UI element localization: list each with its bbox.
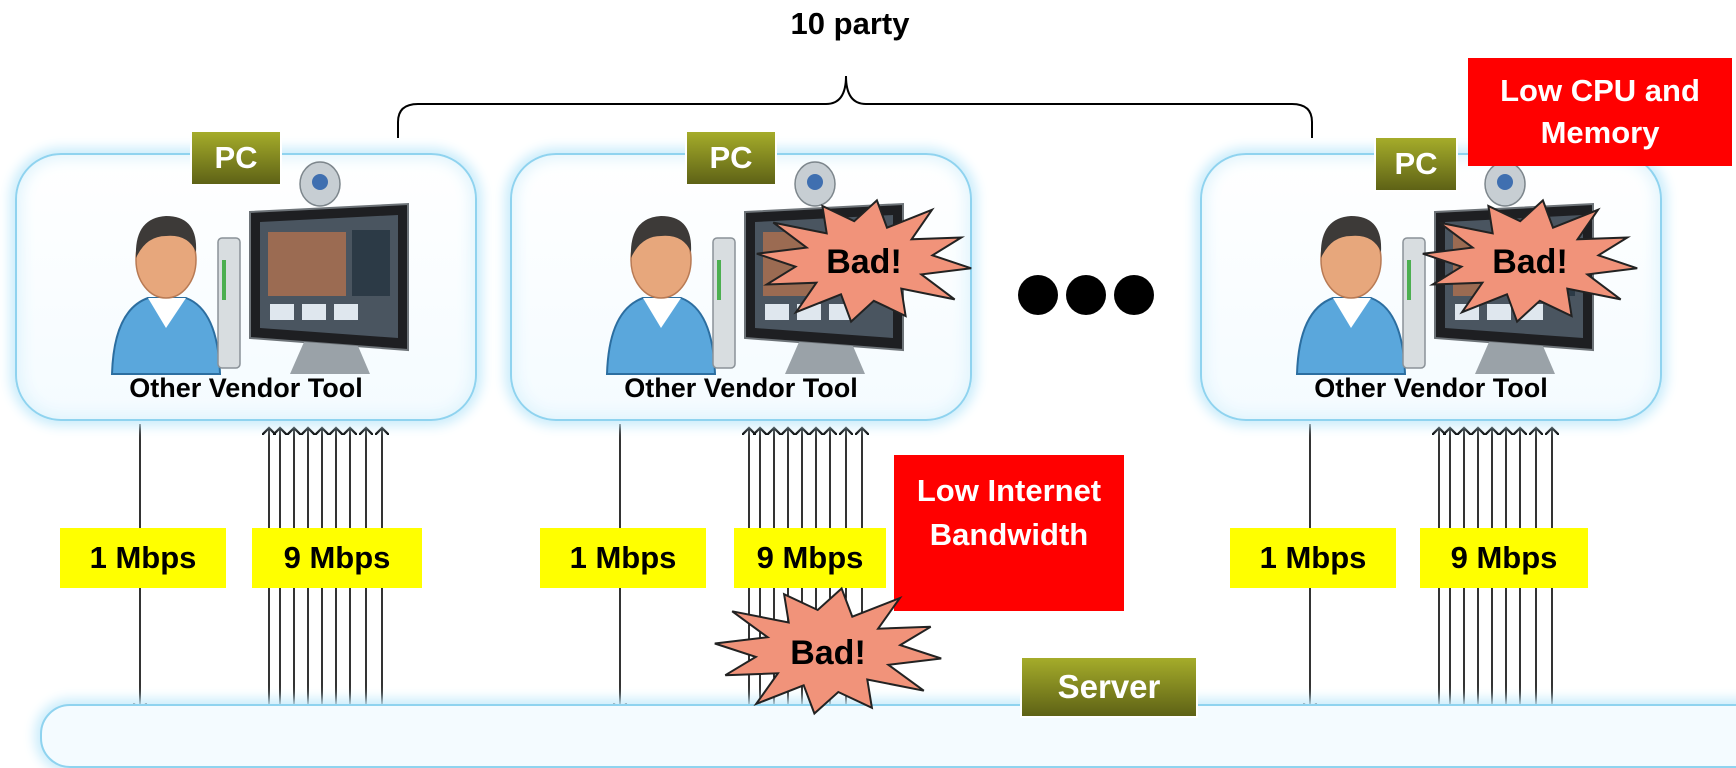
upload-rate-3: 1 Mbps bbox=[1230, 528, 1396, 588]
pc-tag-1: PC bbox=[190, 130, 282, 186]
pc-label-1: Other Vendor Tool bbox=[129, 373, 363, 403]
bad-burst-bandwidth: Bad! bbox=[714, 586, 942, 716]
bad-burst-pc-2: Bad! bbox=[756, 198, 972, 324]
thumb-3 bbox=[334, 304, 358, 320]
burst-shape bbox=[756, 198, 972, 324]
monitor-stand bbox=[785, 342, 865, 374]
pc-tower bbox=[712, 237, 736, 369]
pc-label-3: Other Vendor Tool bbox=[1314, 373, 1548, 403]
bandwidth-note: Low Internet Bandwidth bbox=[894, 455, 1124, 611]
video-sidebar bbox=[352, 230, 390, 296]
thumb-2 bbox=[302, 304, 326, 320]
webcam-lens bbox=[807, 174, 823, 190]
party-brace bbox=[397, 75, 1313, 138]
download-rate-2: 9 Mbps bbox=[734, 528, 886, 588]
video-frame bbox=[268, 232, 346, 296]
burst-shape bbox=[714, 586, 942, 716]
server-tag: Server bbox=[1020, 656, 1198, 718]
thumb-1 bbox=[270, 304, 294, 320]
monitor-stand bbox=[290, 342, 370, 374]
pc-tower-light bbox=[222, 260, 226, 300]
person-collar bbox=[148, 298, 186, 328]
download-rate-1: 9 Mbps bbox=[252, 528, 422, 588]
thumb-1 bbox=[765, 304, 789, 320]
ellipsis-dots bbox=[1018, 275, 1154, 315]
pc-tower bbox=[217, 237, 241, 369]
person-hair bbox=[1320, 216, 1382, 258]
thumb-2 bbox=[1487, 304, 1511, 320]
download-rate-3: 9 Mbps bbox=[1420, 528, 1588, 588]
pc-tower-light bbox=[717, 260, 721, 300]
pc-tag-3: PC bbox=[1374, 136, 1458, 192]
person-collar bbox=[1333, 298, 1371, 328]
cpu-memory-note: Low CPU and Memory bbox=[1468, 58, 1732, 166]
bad-text-pc-2: Bad! bbox=[826, 243, 902, 281]
burst-shape bbox=[1422, 198, 1638, 324]
pc-label-2: Other Vendor Tool bbox=[624, 373, 858, 403]
bad-text-pc-3: Bad! bbox=[1492, 243, 1568, 281]
diagram-title: 10 party bbox=[790, 6, 910, 41]
person-hair bbox=[630, 216, 692, 258]
pc-tag-2: PC bbox=[685, 130, 777, 186]
webcam-lens bbox=[312, 174, 328, 190]
person-collar bbox=[643, 298, 681, 328]
user-computer-illustration-1 bbox=[110, 161, 409, 375]
person-hair bbox=[135, 216, 197, 258]
monitor-stand bbox=[1475, 342, 1555, 374]
upload-rate-1: 1 Mbps bbox=[60, 528, 226, 588]
bad-burst-pc-3: Bad! bbox=[1422, 198, 1638, 324]
pc-tower-light bbox=[1407, 260, 1411, 300]
webcam-lens bbox=[1497, 174, 1513, 190]
bad-text-bandwidth: Bad! bbox=[790, 634, 866, 672]
upload-rate-2: 1 Mbps bbox=[540, 528, 706, 588]
